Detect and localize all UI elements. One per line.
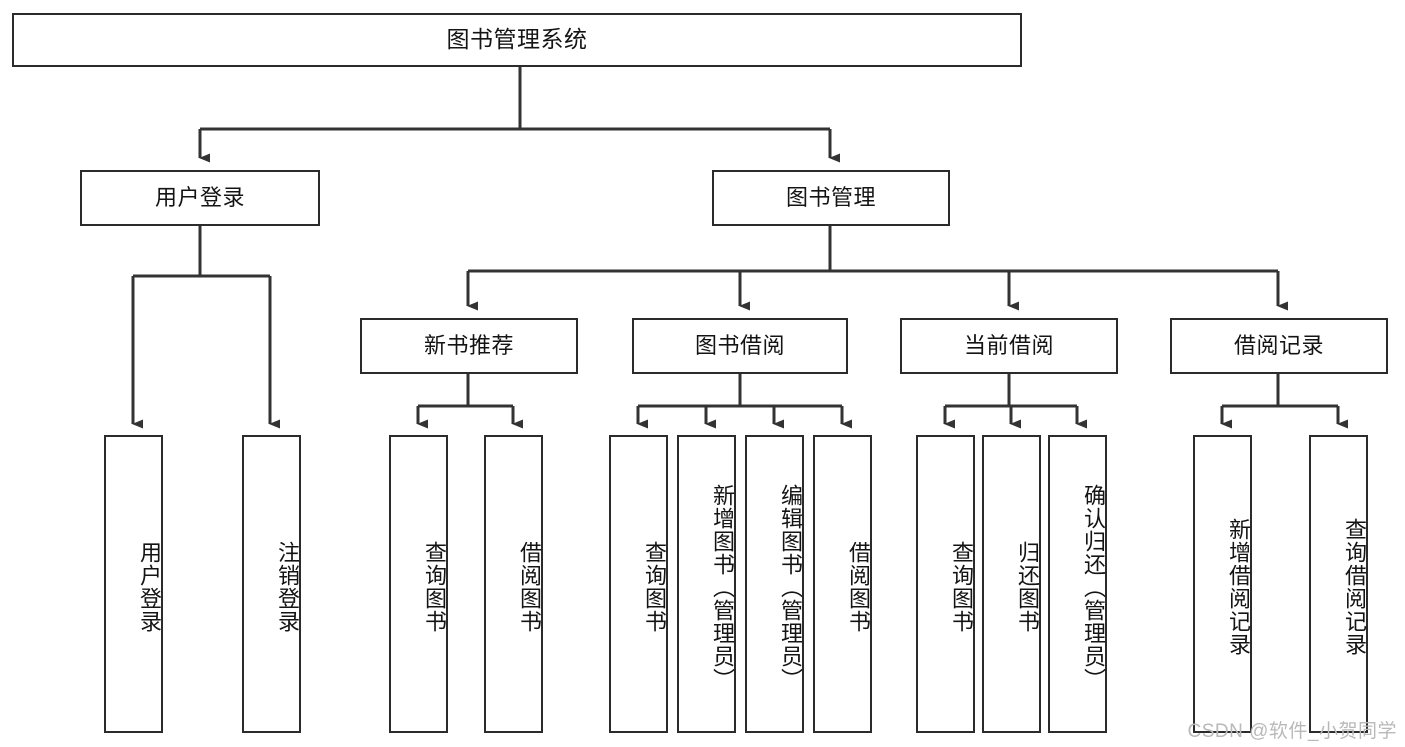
- node-borrow-record[interactable]: 借阅记录: [1170, 318, 1388, 374]
- node-label: 借阅图书: [846, 541, 871, 633]
- leaf-user-login[interactable]: 用户登录: [104, 435, 163, 733]
- leaf-query-book-current[interactable]: 查询图书: [916, 435, 975, 733]
- leaf-add-book-admin[interactable]: 新增图书（管理员）: [677, 435, 736, 733]
- node-new-book-recommend[interactable]: 新书推荐: [360, 318, 578, 374]
- node-root-book-management-system[interactable]: 图书管理系统: [12, 13, 1022, 67]
- node-label: 借阅记录: [1233, 332, 1324, 358]
- node-label: 用户登录: [154, 184, 245, 210]
- node-label: 新增图书（管理员）: [710, 483, 735, 691]
- leaf-edit-book-admin[interactable]: 编辑图书（管理员）: [745, 435, 804, 733]
- leaf-logout-login[interactable]: 注销登录: [242, 435, 301, 733]
- node-label: 图书管理: [785, 184, 876, 210]
- leaf-query-book-borrow[interactable]: 查询图书: [609, 435, 668, 733]
- node-label: 新增借阅记录: [1226, 518, 1251, 656]
- node-label: 新书推荐: [423, 332, 514, 358]
- node-label: 查询图书: [422, 541, 447, 633]
- node-book-borrow[interactable]: 图书借阅: [632, 318, 848, 374]
- node-label: 图书管理系统: [446, 26, 588, 53]
- leaf-confirm-return-admin[interactable]: 确认归还（管理员）: [1048, 435, 1107, 733]
- node-label: 查询借阅记录: [1342, 518, 1367, 656]
- leaf-query-book-recommend[interactable]: 查询图书: [389, 435, 448, 733]
- node-label: 确认归还（管理员）: [1081, 483, 1106, 691]
- node-label: 归还图书: [1015, 541, 1040, 633]
- leaf-return-book[interactable]: 归还图书: [982, 435, 1041, 733]
- node-user-login[interactable]: 用户登录: [80, 170, 320, 226]
- node-label: 当前借阅: [963, 332, 1054, 358]
- leaf-borrow-book-recommend[interactable]: 借阅图书: [484, 435, 543, 733]
- node-current-borrow[interactable]: 当前借阅: [900, 318, 1118, 374]
- node-book-management[interactable]: 图书管理: [712, 170, 950, 226]
- leaf-borrow-book[interactable]: 借阅图书: [813, 435, 872, 733]
- leaf-add-borrow-record[interactable]: 新增借阅记录: [1193, 435, 1252, 733]
- node-label: 编辑图书（管理员）: [778, 483, 803, 691]
- csdn-watermark: CSDN @软件_小贺同学: [1187, 721, 1397, 742]
- node-label: 查询图书: [949, 541, 974, 633]
- node-label: 注销登录: [275, 541, 300, 633]
- node-label: 借阅图书: [517, 541, 542, 633]
- node-label: 用户登录: [137, 541, 162, 633]
- node-label: 查询图书: [642, 541, 667, 633]
- node-label: 图书借阅: [694, 332, 785, 358]
- leaf-query-borrow-record[interactable]: 查询借阅记录: [1309, 435, 1368, 733]
